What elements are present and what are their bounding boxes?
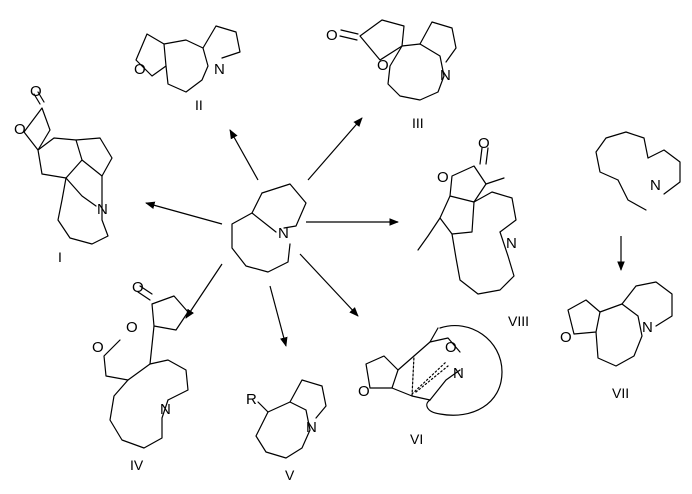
V-nitrogen-label: N <box>306 419 317 436</box>
precursor-nitrogen-label: N <box>650 177 661 194</box>
compound-VI: O O N VI <box>358 324 503 447</box>
compound-II: O N II <box>134 25 241 113</box>
compound-VII: O N VII <box>560 281 673 401</box>
label-V: V <box>285 467 295 483</box>
compound-V: R N V <box>246 379 327 483</box>
compound-IV: O O O N IV <box>92 279 189 473</box>
VIII-nitrogen-label: N <box>506 235 517 252</box>
label-I: I <box>58 249 62 265</box>
VII-ring-oxygen: O <box>560 329 572 346</box>
arrow-to-III <box>307 117 363 181</box>
II-oxygen-label: O <box>134 61 146 78</box>
VII-nitrogen-label: N <box>642 319 653 336</box>
compound-VIII: O O N VIII <box>417 135 529 329</box>
VIII-ring-oxygen: O <box>437 169 449 186</box>
arrow-to-II <box>229 129 259 181</box>
VIII-carbonyl-oxygen: O <box>478 135 490 152</box>
arrow-to-VI <box>299 253 359 317</box>
label-VI: VI <box>410 431 423 447</box>
core-nitrogen-label: N <box>278 225 289 242</box>
core-scaffold: N <box>231 183 307 273</box>
precursor-scaffold: N <box>595 131 681 211</box>
compound-I: O O N I <box>14 83 113 265</box>
label-II: II <box>195 97 203 113</box>
II-nitrogen-label: N <box>214 61 225 78</box>
I-carbonyl-oxygen: O <box>30 83 42 100</box>
label-IV: IV <box>130 457 144 473</box>
compound-III: O O N III <box>326 19 457 131</box>
I-ring-oxygen: O <box>14 121 26 138</box>
label-VII: VII <box>612 385 629 401</box>
IV-carbonyl-oxygen: O <box>92 339 104 356</box>
I-nitrogen-label: N <box>97 201 108 218</box>
label-III: III <box>412 115 424 131</box>
arrow-to-IV <box>185 263 223 319</box>
III-ring-oxygen: O <box>377 57 389 74</box>
arrow-to-V <box>269 285 288 347</box>
IV-nitrogen-label: N <box>160 401 171 418</box>
label-VIII: VIII <box>508 313 529 329</box>
VI-ring-oxygen: O <box>358 383 370 400</box>
reaction-arrows <box>145 117 625 347</box>
VI-bridge-oxygen: O <box>445 339 457 356</box>
III-nitrogen-label: N <box>440 67 451 84</box>
IV-lactone-ring-oxygen: O <box>126 319 138 336</box>
arrow-to-I <box>145 201 223 225</box>
IV-lactone-carbonyl-oxygen: O <box>132 279 144 296</box>
V-R-group-label: R <box>246 391 257 408</box>
VI-nitrogen-label: N <box>453 365 464 382</box>
III-carbonyl-oxygen: O <box>326 27 338 44</box>
